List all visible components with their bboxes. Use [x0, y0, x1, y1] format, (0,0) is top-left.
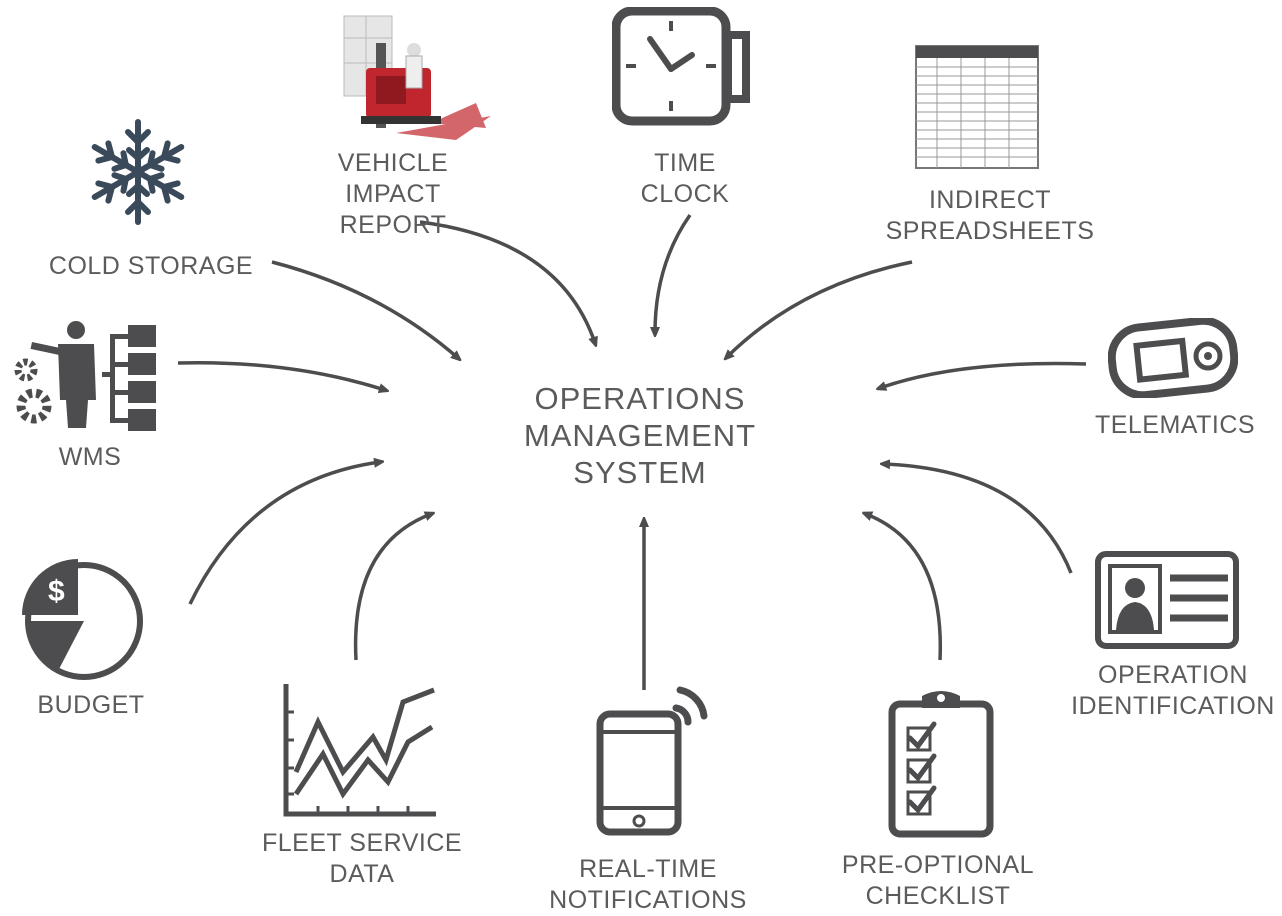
operations-management-system-title: OPERATIONS MANAGEMENT SYSTEM: [523, 381, 757, 490]
wms-label: WMS: [58, 443, 122, 471]
manager-hierarchy-icon: [14, 321, 156, 431]
arrow-identification: [884, 464, 1073, 574]
arrow-cold-storage: [271, 260, 458, 358]
arrow-time-clock: [655, 213, 692, 333]
arrow-telematics: [880, 361, 1087, 389]
clipboard-checklist-icon: [888, 691, 994, 838]
arrow-fleet: [353, 514, 431, 661]
snowflake-icon: [88, 119, 188, 226]
cold-storage-label: COLD STORAGE: [48, 252, 254, 280]
smartphone-icon: [596, 686, 708, 836]
arrow-budget: [188, 462, 380, 605]
arrow-wms: [177, 360, 385, 390]
clock-icon: [612, 7, 750, 126]
svg-text:$: $: [48, 575, 65, 608]
pre-optional-checklist-label: PRE-OPTIONAL CHECKLIST: [841, 851, 1035, 910]
telematics-label: TELEMATICS: [1094, 411, 1256, 439]
telematics-device-icon: [1108, 318, 1238, 398]
fleet-service-data-label: FLEET SERVICE DATA: [262, 829, 463, 888]
budget-pie-icon: $: [22, 559, 143, 680]
real-time-notifications-label: REAL-TIME NOTIFICATIONS: [549, 855, 747, 914]
id-card-icon: [1095, 551, 1239, 649]
line-chart-icon: [283, 684, 436, 817]
operation-identification-label: OPERATION IDENTIFICATION: [1071, 661, 1275, 720]
time-clock-label: TIME CLOCK: [640, 149, 730, 208]
vehicle-impact-report-label: VEHICLE IMPACT REPORT: [337, 149, 449, 239]
spreadsheet-icon: [915, 45, 1039, 169]
indirect-spreadsheets-label: INDIRECT SPREADSHEETS: [885, 186, 1095, 245]
budget-label: BUDGET: [37, 691, 145, 719]
arrow-checklist: [866, 514, 943, 661]
arrow-spreadsheets: [727, 260, 913, 357]
arrow-vehicle-impact: [419, 220, 595, 343]
forklift-photo: [343, 15, 491, 140]
